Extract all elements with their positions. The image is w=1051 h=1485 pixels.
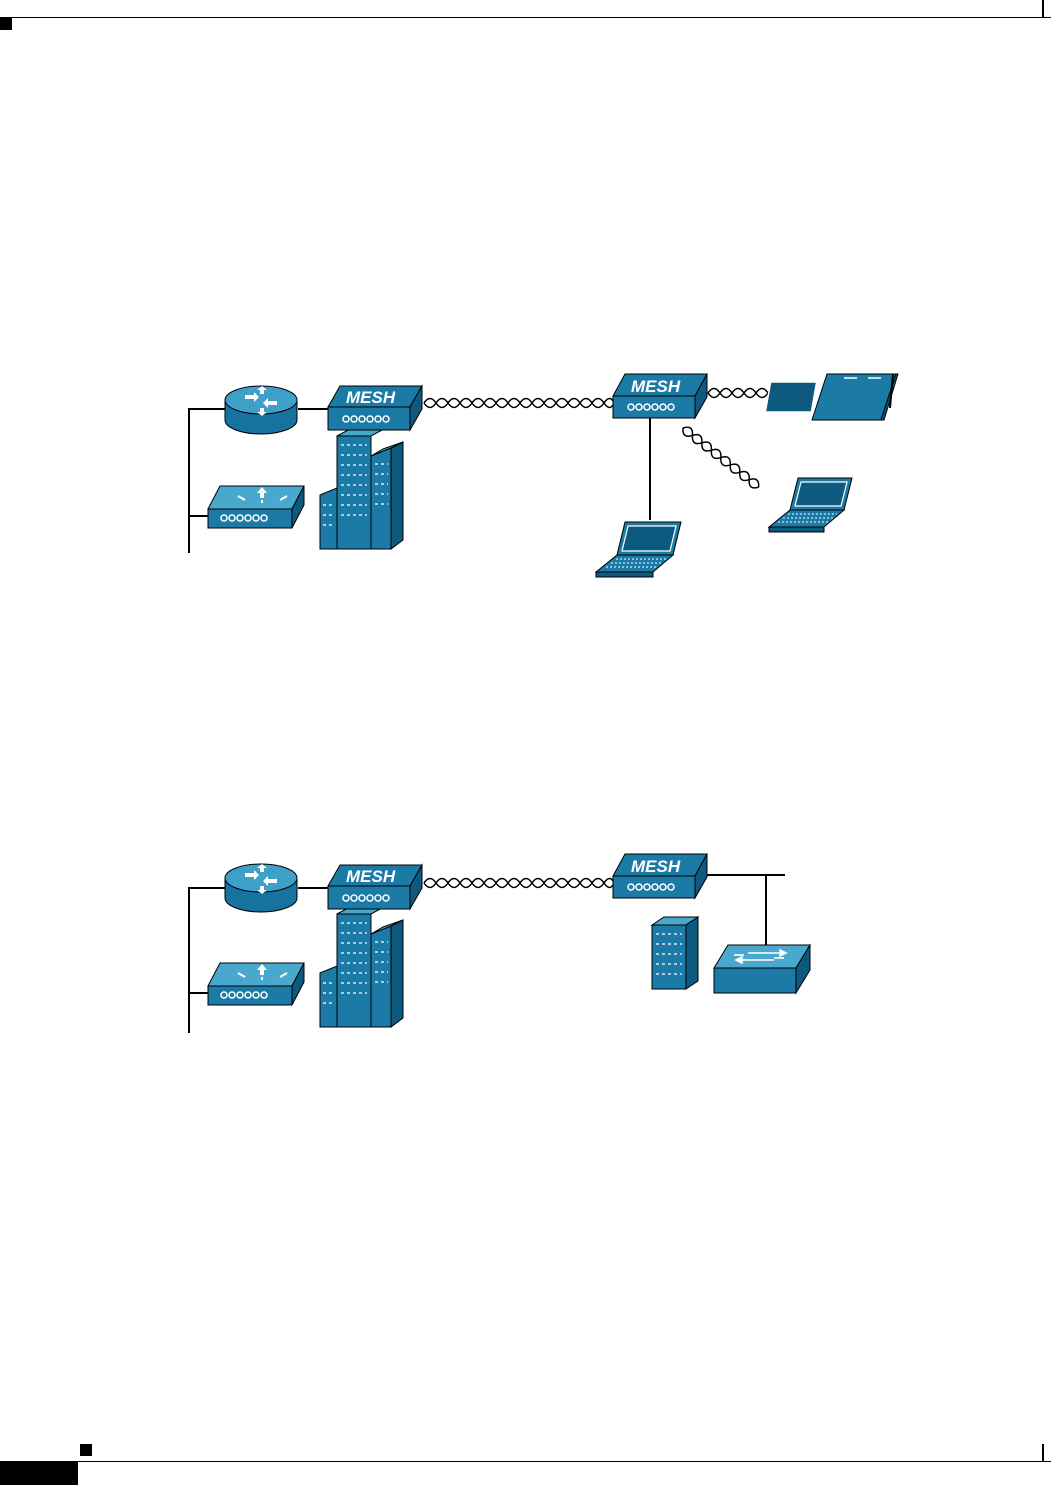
wired-link-switch [707,875,785,947]
mesh-diagram-bridging: MESH MESH [0,840,1051,1040]
bottom-left-tab [0,1461,78,1485]
mesh-ap-icon: MESH [613,374,707,418]
bottom-rule [0,1461,1051,1462]
mesh-ap-icon: MESH [613,854,707,898]
top-right-tick [1042,0,1044,17]
mesh-diagram-clients: MESH MESH [0,355,1051,595]
building-icon [320,907,403,1027]
top-rule [0,17,1051,18]
root-ap-label: MESH [346,867,396,886]
root-mesh-ap-icon: MESH [328,386,422,430]
bottom-marker [80,1444,92,1456]
wireless-client-link-laptop [680,424,761,490]
mesh-ap-label: MESH [631,377,681,396]
router-icon [225,386,297,434]
bottom-right-tick [1042,1444,1044,1461]
tablet-icon [765,374,898,420]
root-ap-label: MESH [346,388,396,407]
wireless-controller-icon [208,963,304,1005]
laptop-icon [596,522,681,577]
top-left-marker [0,18,12,30]
building-icon [320,429,403,549]
wireless-backhaul-link [424,399,614,408]
wireless-backhaul-link [424,879,614,888]
wireless-controller-icon [208,486,304,528]
mesh-ap-label: MESH [631,857,681,876]
building-icon [652,917,698,989]
laptop-icon [769,478,852,532]
switch-icon [714,945,810,993]
router-icon [225,864,297,912]
root-mesh-ap-icon: MESH [328,865,422,909]
